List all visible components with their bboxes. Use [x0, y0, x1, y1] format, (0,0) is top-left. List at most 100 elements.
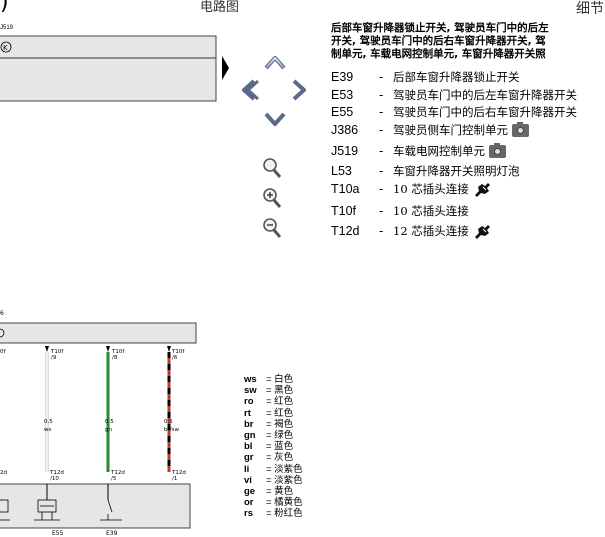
wire-color-name: = 绿色 [266, 430, 294, 442]
legend-code: J519 [331, 144, 359, 158]
legend-row: T10a-10 芯插头连接 [331, 180, 491, 198]
label-e39: E39 [106, 530, 118, 537]
wire-color-row: ws= 白色 [244, 374, 303, 385]
legend-description: 后部车窗升降器锁止开关 [393, 70, 520, 84]
plug-icon[interactable] [473, 223, 491, 239]
circuit-diagram[interactable]: J519 K 6 0f T10f/9 T10f/8 T10f/6 0.5 ws … [0, 0, 230, 537]
wire-color-code: li [244, 463, 250, 475]
arrow-left-icon[interactable] [242, 79, 260, 101]
legend-dash: - [379, 123, 384, 137]
legend-dash: - [379, 224, 384, 238]
ground-symbol-icon [0, 41, 12, 53]
legend-dash: - [379, 70, 384, 84]
legend-dash: - [379, 164, 384, 178]
module-top-bar [0, 322, 197, 344]
wire-color-code: or [244, 497, 254, 509]
legend-description: 驾驶员车门中的后右车窗升降器开关 [393, 105, 577, 119]
legend-description: 12 芯插头连接 [393, 224, 469, 238]
zoom-icon[interactable] [263, 158, 282, 178]
legend-row: T12d -12 芯插头连接 [331, 222, 491, 240]
component-description: 后部车窗升降器锁止开关, 驾驶员车门中的后左 开关, 驾驶员车门中的后右车窗升降… [331, 22, 605, 61]
legend-description: 驾驶员侧车门控制单元 [393, 123, 508, 137]
bracket-glyph: ) [0, 0, 9, 15]
wire-color-code: ge [244, 486, 256, 498]
ground-symbol-icon [0, 328, 5, 338]
legend-code: E39 [331, 70, 354, 84]
wire-color-row: br= 褐色 [244, 419, 303, 430]
wire-color-row: sw= 黑色 [244, 385, 303, 396]
legend-text: 驾驶员侧车门控制单元 [393, 121, 529, 138]
label-t12d-10: T12d/10 [49, 470, 64, 482]
wire-color-name: = 黄色 [266, 486, 294, 498]
wire-size-1: 0.5 [44, 419, 53, 425]
switch-left-icon [0, 499, 10, 521]
legend-dash: - [379, 105, 384, 119]
label-6: 6 [0, 310, 4, 317]
wire-color-code: rs [244, 508, 253, 520]
legend-code: E55 [331, 105, 354, 119]
legend-code: T12d [331, 224, 360, 238]
label-t12d-1: T12d/1 [171, 470, 186, 482]
legend-row: J519 -车载电网控制单元 [331, 142, 506, 160]
wire-color-3: br/sw [164, 427, 179, 433]
wire-color-row: ro = 红色 [244, 396, 303, 407]
legend-code: E53 [331, 88, 354, 102]
wire-color-code: ro [244, 396, 254, 408]
section-title: 细节 [576, 1, 604, 17]
legend-code: J386 [331, 123, 359, 137]
label-t12d-5: T12d/5 [110, 470, 125, 482]
arrow-up-icon[interactable] [264, 56, 286, 70]
wire-color-name: = 白色 [266, 374, 294, 385]
wire-color-2: gn [105, 427, 112, 433]
wire-color-1: ws [44, 427, 51, 433]
zoom-out-icon[interactable] [263, 218, 282, 238]
legend-code: L53 [331, 164, 352, 178]
zoom-in-icon[interactable] [263, 188, 282, 208]
label-left-t12d: 2d [0, 470, 7, 476]
wire-color-code: rt [244, 407, 251, 419]
legend-code: T10f [331, 204, 357, 218]
wire-color-name: = 红色 [266, 396, 294, 408]
wire-color-name: = 淡紫色 [266, 474, 303, 486]
wire-color-code: vi [244, 474, 252, 486]
svg-text:K: K [3, 44, 8, 52]
legend-description: 车载电网控制单元 [393, 144, 485, 158]
plug-icon[interactable] [473, 181, 491, 197]
legend-text: 驾驶员车门中的后右车窗升降器开关 [393, 104, 577, 120]
label-j519: J519 [0, 25, 14, 31]
arrow-right-icon[interactable] [292, 79, 306, 101]
wire-color-name: = 灰色 [266, 452, 294, 464]
wire-color-row: rt = 红色 [244, 408, 303, 419]
legend-text: 12 芯插头连接 [393, 223, 491, 239]
legend-text: 后部车窗升降器锁止开关 [393, 69, 520, 85]
legend-row: L53 -车窗升降器开关照明灯泡 [331, 162, 520, 180]
legend-dash: - [379, 204, 384, 218]
switch-e55-icon [34, 499, 60, 521]
wire-color-name: = 橘黄色 [266, 497, 303, 509]
legend-text: 10 芯插头连接 [393, 181, 491, 197]
navigation-controls [242, 56, 306, 238]
legend-dash: - [379, 182, 384, 196]
wire-size-2: 0.5 [105, 419, 114, 425]
wire-color-code: sw [244, 385, 257, 397]
legend-description: 驾驶员车门中的后左车窗升降器开关 [393, 88, 577, 102]
camera-icon[interactable] [512, 121, 529, 137]
arrow-down-icon[interactable] [264, 112, 286, 126]
legend-text: 10 芯插头连接 [393, 203, 469, 219]
page-title: 电路图 [200, 0, 240, 15]
label-t10f-6: T10f/6 [171, 349, 185, 361]
wire-color-name: = 红色 [266, 407, 294, 419]
legend-row: E53-驾驶员车门中的后左车窗升降器开关 [331, 86, 577, 104]
page-continue-arrow-icon[interactable] [222, 56, 229, 80]
camera-icon[interactable] [489, 142, 506, 158]
wire-color-row: vi = 淡紫色 [244, 475, 303, 486]
legend-text: 车窗升降器开关照明灯泡 [393, 163, 520, 179]
wire-color-row: bl= 蓝色 [244, 441, 303, 452]
legend-dash: - [379, 144, 384, 158]
label-left-t10f: 0f [0, 349, 6, 355]
wire-color-name: = 褐色 [266, 418, 294, 430]
legend-row: J386 -驾驶员侧车门控制单元 [331, 121, 529, 139]
description-line: 制单元, 车载电网控制单元, 车窗升降器开关照 [331, 48, 546, 60]
label-t10f-9: T10f/9 [50, 349, 64, 361]
